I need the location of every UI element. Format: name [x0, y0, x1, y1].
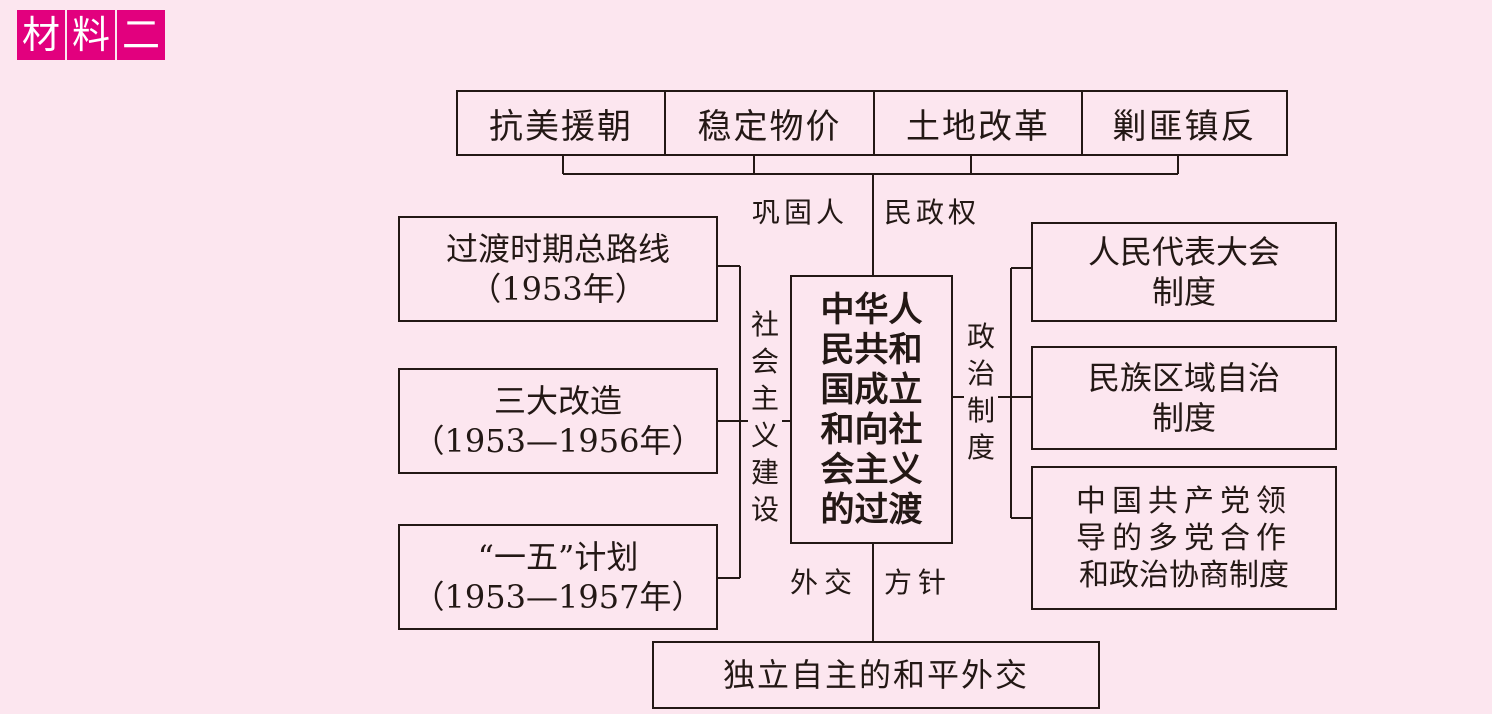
top-measures-strip: 抗美援朝 稳定物价 土地改革 剿匪镇反	[456, 90, 1288, 156]
bottom-label-left: 外交	[790, 566, 859, 600]
center-box: 中华人 民共和 国成立 和向社 会主义 的过渡	[790, 275, 953, 544]
left-box-three-transformations: 三大改造 （1953—1956年）	[398, 368, 718, 474]
right-box-1-line1: 人民代表大会	[1087, 233, 1280, 271]
right-box-multiparty-cooperation: 中国共产党领 导的多党合作 和政治协商制度	[1031, 466, 1337, 610]
top-item-2: 稳定物价	[664, 92, 873, 154]
top-label-left: 巩固人	[752, 196, 849, 230]
left-label-socialist-construction: 社会主义建设	[748, 306, 782, 528]
left-box-transition-line: 过渡时期总路线 （1953年）	[398, 216, 718, 322]
center-line-3: 国成立	[820, 369, 923, 410]
left-box-2-line2: （1953—1956年）	[412, 422, 704, 460]
top-item-1: 抗美援朝	[489, 106, 633, 147]
center-line-5: 会主义	[820, 449, 923, 490]
left-box-3-line1: “一五”计划	[477, 538, 639, 576]
left-box-2-line1: 三大改造	[493, 382, 622, 420]
right-box-2-line2: 制度	[1151, 399, 1216, 437]
right-box-3-line1: 中国共产党领	[1076, 483, 1292, 519]
material-tag-char-1: 材	[17, 10, 65, 60]
right-box-2-line1: 民族区域自治	[1087, 359, 1280, 397]
left-box-five-year-plan: “一五”计划 （1953—1957年）	[398, 524, 718, 630]
right-box-1-line2: 制度	[1151, 273, 1216, 311]
bottom-box-foreign-policy: 独立自主的和平外交	[652, 641, 1100, 709]
left-box-1-line2: （1953年）	[469, 270, 647, 308]
left-box-3-line2: （1953—1957年）	[412, 578, 704, 616]
center-line-1: 中华人	[820, 289, 923, 330]
center-line-6: 的过渡	[820, 489, 923, 530]
bottom-box-text: 独立自主的和平外交	[722, 656, 1029, 694]
left-box-1-line1: 过渡时期总路线	[445, 230, 670, 268]
right-box-3-line3: 和政治协商制度	[1079, 557, 1289, 593]
right-box-regional-autonomy: 民族区域自治 制度	[1031, 346, 1337, 450]
top-item-3: 土地改革	[873, 92, 1081, 154]
material-tag-char-3: 二	[117, 10, 165, 60]
top-label-right: 民政权	[884, 196, 981, 230]
bottom-label-right: 方针	[884, 566, 953, 600]
top-item-4: 剿匪镇反	[1081, 92, 1286, 154]
right-box-3-line2: 导的多党合作	[1076, 520, 1292, 556]
right-label-political-system: 政治制度	[964, 318, 998, 466]
right-box-peoples-congress: 人民代表大会 制度	[1031, 222, 1337, 322]
material-tag-char-2: 料	[67, 10, 115, 60]
center-line-2: 民共和	[820, 329, 923, 370]
center-line-4: 和向社	[820, 409, 923, 450]
